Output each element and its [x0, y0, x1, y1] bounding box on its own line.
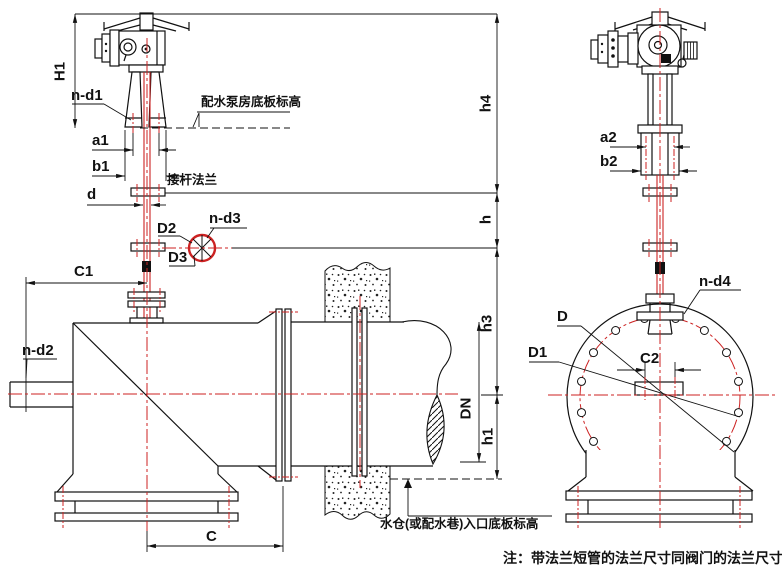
- dim-label-h4: h4: [477, 94, 495, 113]
- dim-label-h3: h3: [478, 314, 496, 333]
- valve-body-right: [565, 381, 754, 523]
- left-dimensions: [23, 13, 552, 552]
- dim-label-h: h: [477, 214, 495, 225]
- actuator-side-icon: [94, 12, 190, 128]
- dim-label-n-d3: n-d3: [209, 210, 241, 227]
- dim-label-n-d2: n-d2: [22, 342, 54, 359]
- dim-label-h1: h1: [479, 427, 497, 446]
- bolt-centerlines: [62, 113, 741, 528]
- note-pump-floor-elevation: 配水泵房底板标高: [201, 95, 302, 109]
- drawing-footnote: 注：带法兰短管的法兰尺寸同阀门的法兰尺寸: [503, 550, 782, 566]
- dim-label-D2: D2: [157, 220, 177, 237]
- dim-label-n-d1: n-d1: [71, 87, 103, 104]
- dim-label-b1: b1: [92, 158, 110, 175]
- dim-label-C: C: [206, 528, 217, 545]
- dim-label-C2: C2: [640, 350, 660, 367]
- dim-label-a1: a1: [92, 132, 109, 149]
- note-stem-flange: 接杆法兰: [167, 173, 218, 187]
- dim-label-a2: a2: [600, 129, 617, 146]
- dim-label-DN: DN: [457, 397, 475, 420]
- actuator-front-icon: [590, 11, 706, 176]
- dim-label-C1: C1: [74, 263, 94, 280]
- dim-label-D: D: [557, 308, 568, 325]
- dim-label-d: d: [87, 186, 97, 203]
- dim-label-H1: H1: [51, 61, 69, 82]
- dim-label-b2: b2: [600, 153, 618, 170]
- outlet-pipe-and-wall: [275, 262, 452, 520]
- dim-label-D3: D3: [168, 249, 188, 266]
- dim-label-D1: D1: [528, 344, 548, 361]
- centerlines: [8, 8, 775, 531]
- note-sump-floor-elevation: 水仓(或配水巷)入口底板标高: [380, 517, 539, 531]
- dim-label-n-d4: n-d4: [699, 273, 731, 290]
